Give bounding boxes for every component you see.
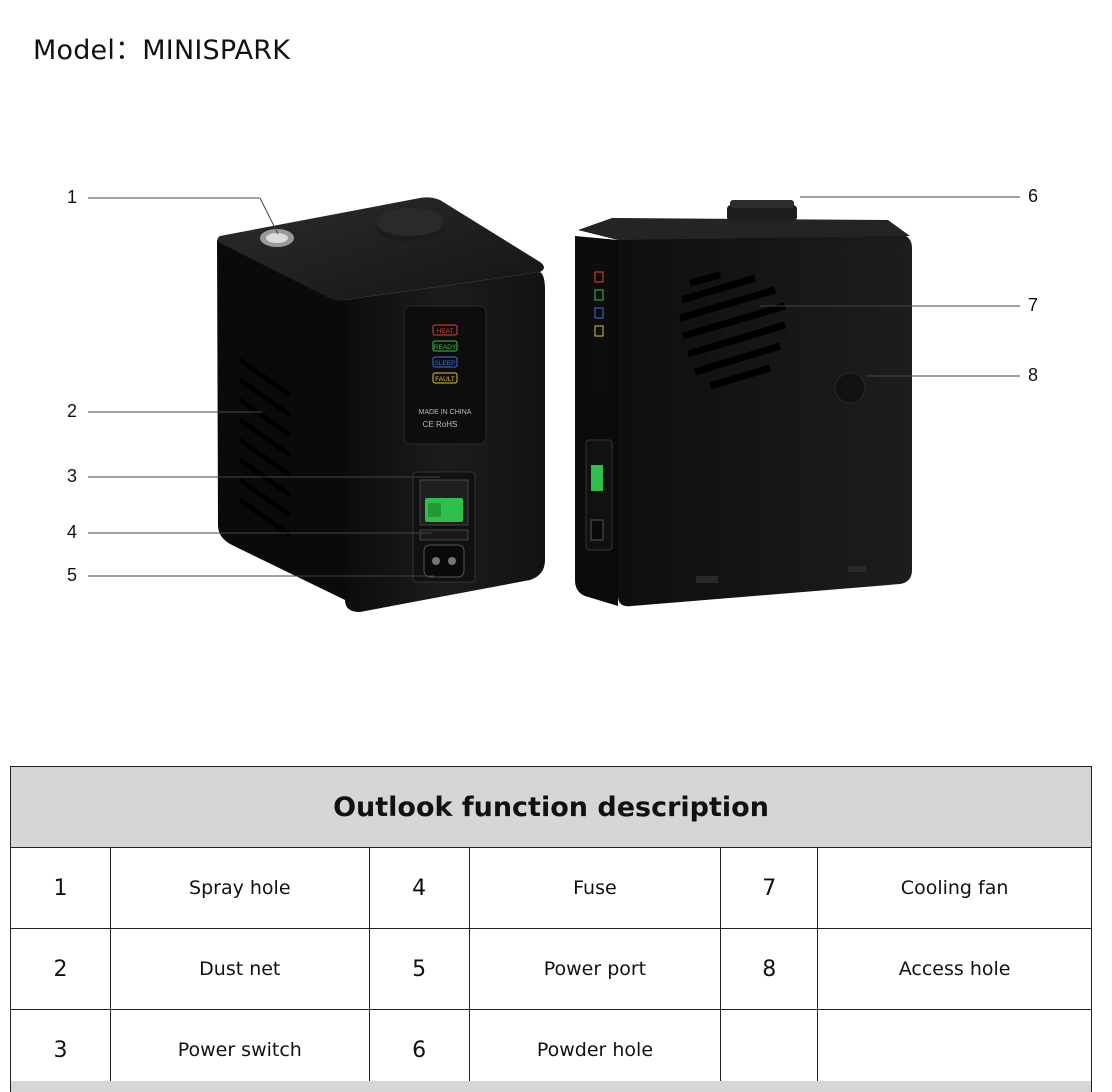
callout-number-2: 2 <box>67 401 78 421</box>
product-figure: HEAT READY SLEEP FAULT MADE IN CHINA CE … <box>88 196 1020 612</box>
device-back-view <box>575 200 912 607</box>
callout-number-5: 5 <box>67 565 78 585</box>
dust-net-vent <box>238 357 292 538</box>
table-footer-band <box>10 1081 1092 1092</box>
item-label: Dust net <box>109 928 370 1010</box>
item-label: Cooling fan <box>817 847 1092 929</box>
indicator-ready: READY <box>434 344 457 351</box>
indicator-heat: HEAT <box>437 328 454 335</box>
item-number: 2 <box>10 928 111 1010</box>
power-port <box>423 544 465 578</box>
item-number: 5 <box>368 928 470 1010</box>
fuse-holder <box>419 529 469 541</box>
callout-lines <box>88 196 1020 577</box>
indicator-fault: FAULT <box>435 376 455 383</box>
item-label <box>817 1009 1092 1091</box>
device-front-view: HEAT READY SLEEP FAULT MADE IN CHINA CE … <box>217 197 545 612</box>
model-value: MINISPARK <box>142 35 291 66</box>
table-title: Outlook function description <box>10 766 1092 848</box>
item-number: 6 <box>368 1009 470 1091</box>
item-number <box>720 1009 819 1091</box>
model-title: Model：MINISPARK <box>33 28 290 67</box>
model-label: Model： <box>33 35 143 66</box>
cert-label: CE RoHS <box>423 420 458 429</box>
callout-number-6: 6 <box>1028 186 1039 206</box>
item-label: Power switch <box>109 1009 370 1091</box>
function-description-table: Outlook function description 1 Spray hol… <box>10 766 1092 1091</box>
callout-number-3: 3 <box>67 466 78 486</box>
callout-number-8: 8 <box>1028 365 1039 385</box>
item-number: 8 <box>720 928 819 1010</box>
item-number: 1 <box>10 847 111 929</box>
indicator-sleep: SLEEP <box>435 360 456 367</box>
item-label: Spray hole <box>109 847 370 929</box>
item-number: 3 <box>10 1009 111 1091</box>
table-row: 2 Dust net 5 Power port 8 Access hole <box>10 928 1092 1010</box>
item-label: Fuse <box>468 847 722 929</box>
item-label: Access hole <box>817 928 1092 1010</box>
item-label: Powder hole <box>468 1009 722 1091</box>
callout-number-1: 1 <box>67 187 78 207</box>
item-number: 7 <box>720 847 819 929</box>
cooling-fan-grill <box>679 271 787 390</box>
table-row: 3 Power switch 6 Powder hole <box>10 1009 1092 1091</box>
item-label: Power port <box>468 928 722 1010</box>
table-row: 1 Spray hole 4 Fuse 7 Cooling fan <box>10 847 1092 929</box>
access-hole <box>834 372 866 404</box>
made-in-label: MADE IN CHINA <box>419 409 472 416</box>
callout-number-7: 7 <box>1028 295 1039 315</box>
item-number: 4 <box>368 847 470 929</box>
callout-number-4: 4 <box>67 522 78 542</box>
